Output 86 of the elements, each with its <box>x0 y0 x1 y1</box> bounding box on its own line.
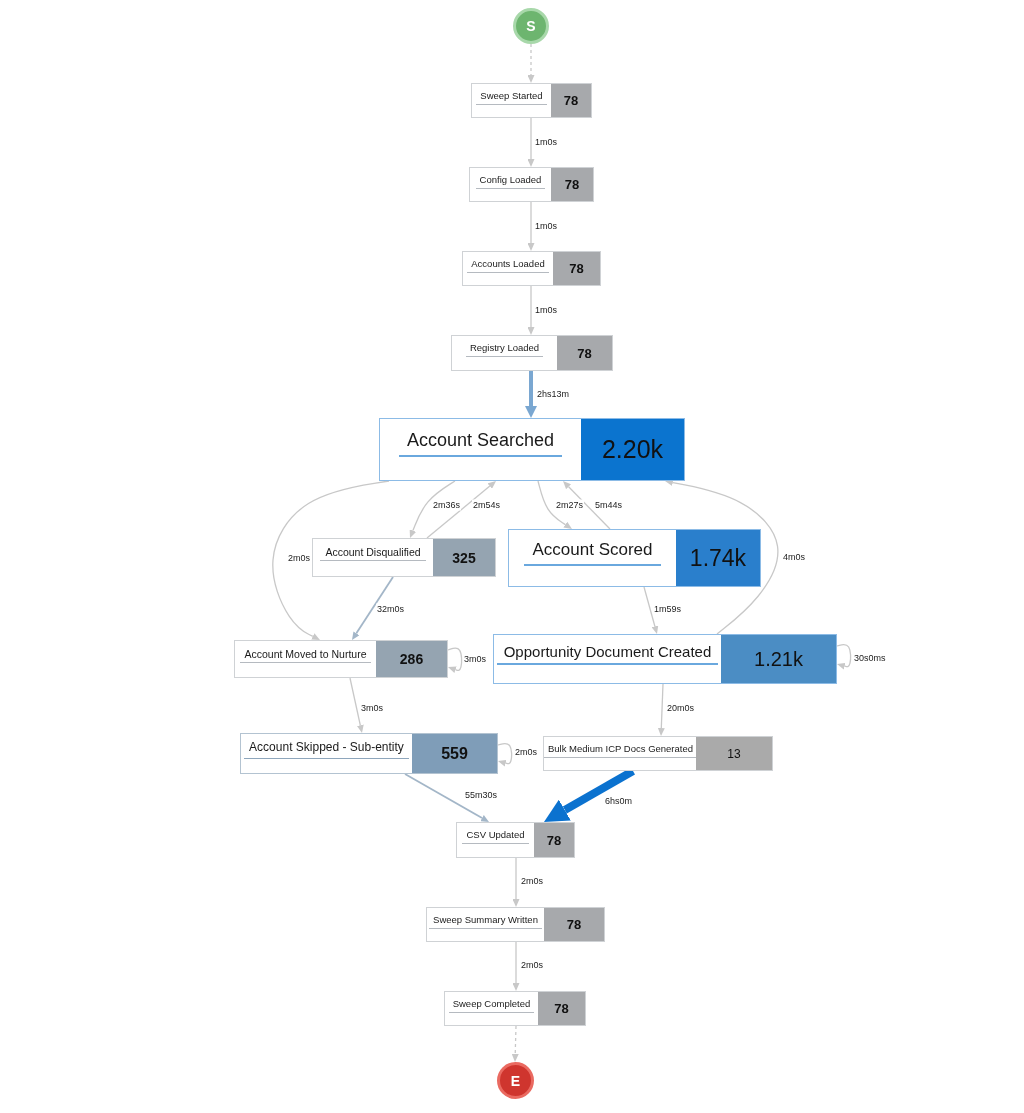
case-count: 78 <box>538 992 585 1025</box>
arrow <box>563 481 611 530</box>
edge-label: 32m0s <box>376 603 405 615</box>
case-count: 78 <box>534 823 574 857</box>
activity-label: Accounts Loaded <box>467 259 549 273</box>
case-count: 286 <box>376 641 447 677</box>
activity-node <box>469 167 594 202</box>
edge-label: 1m0s <box>534 220 558 232</box>
loop-arrow <box>836 643 852 670</box>
activity-node <box>462 251 601 286</box>
arrow <box>272 480 390 640</box>
activity-label: Account Searched <box>398 430 563 457</box>
edge-label: 6hs0m <box>604 795 633 807</box>
edge-label: 3m0s <box>360 702 384 714</box>
activity-node <box>543 736 773 771</box>
arrow <box>512 857 520 906</box>
edge-label: 1m0s <box>534 136 558 148</box>
edge-label: 3m0s <box>463 653 487 665</box>
activity-label: Account Moved to Nurture <box>239 648 372 664</box>
activity-node <box>456 822 575 858</box>
arrow <box>643 586 659 634</box>
edge-label: 2m0s <box>520 875 544 887</box>
activity-node <box>426 907 605 942</box>
edge-label: 4m0s <box>782 551 806 563</box>
case-count: 78 <box>551 168 593 201</box>
start-event: S <box>513 8 549 44</box>
case-count: 1.74k <box>676 530 760 586</box>
activity-node <box>471 83 592 118</box>
edge-label: 2m0s <box>514 746 538 758</box>
arrow <box>527 201 535 250</box>
case-count: 13 <box>696 737 772 770</box>
arrow <box>349 677 364 732</box>
case-count: 559 <box>412 734 497 773</box>
case-count: 325 <box>433 539 495 576</box>
case-count: 2.20k <box>581 419 684 480</box>
case-count: 78 <box>557 336 612 370</box>
arrow <box>409 480 456 538</box>
loop-arrow <box>447 647 463 673</box>
arrow <box>426 481 496 539</box>
activity-label: Account Scored <box>524 540 661 566</box>
edge-label: 2m36s <box>432 499 461 511</box>
arrow <box>666 479 779 635</box>
activity-label: Account Skipped - Sub-entity <box>244 741 409 759</box>
edge-label: 30s0ms <box>853 652 887 664</box>
end-event: E <box>497 1062 534 1099</box>
arrow <box>352 576 394 640</box>
edge-label: 1m0s <box>534 304 558 316</box>
edge-label: 1m59s <box>653 603 682 615</box>
edge-label: 2m54s <box>472 499 501 511</box>
arrow <box>404 773 489 822</box>
case-count: 78 <box>551 84 591 117</box>
edge-label: 2hs13m <box>536 388 571 400</box>
activity-label: Config Loaded <box>475 175 546 189</box>
case-count: 78 <box>553 252 600 285</box>
dashed-arrow <box>511 1025 519 1061</box>
edge-label: 2m27s <box>555 499 584 511</box>
activity-node <box>240 733 498 774</box>
activity-label: Opportunity Document Created <box>496 643 719 666</box>
case-count: 1.21k <box>721 635 836 683</box>
edge-label: 20m0s <box>666 702 695 714</box>
activity-label: Account Disqualified <box>320 546 426 562</box>
arrow <box>527 285 535 334</box>
activity-node <box>508 529 761 587</box>
arrow <box>527 117 535 166</box>
activity-node <box>444 991 586 1026</box>
edge-label: 2m0s <box>287 552 311 564</box>
dashed-arrow <box>527 43 535 82</box>
arrow <box>512 941 520 990</box>
activity-label: Sweep Summary Written <box>429 915 542 929</box>
edge-label: 5m44s <box>594 499 623 511</box>
edge-label: 55m30s <box>464 789 499 801</box>
case-count: 78 <box>544 908 604 941</box>
activity-node <box>493 634 837 684</box>
activity-label: Sweep Started <box>476 91 547 105</box>
arrow <box>657 683 665 735</box>
activity-label: Registry Loaded <box>465 343 544 357</box>
activity-label: CSV Updated <box>462 830 529 844</box>
activity-node <box>451 335 613 371</box>
activity-node <box>379 418 685 481</box>
arrow <box>537 480 572 529</box>
activity-node <box>234 640 448 678</box>
activity-node <box>312 538 496 577</box>
arrow <box>525 371 537 418</box>
loop-arrow <box>497 742 513 767</box>
edge-label: 2m0s <box>520 959 544 971</box>
activity-label: Sweep Completed <box>448 999 535 1013</box>
